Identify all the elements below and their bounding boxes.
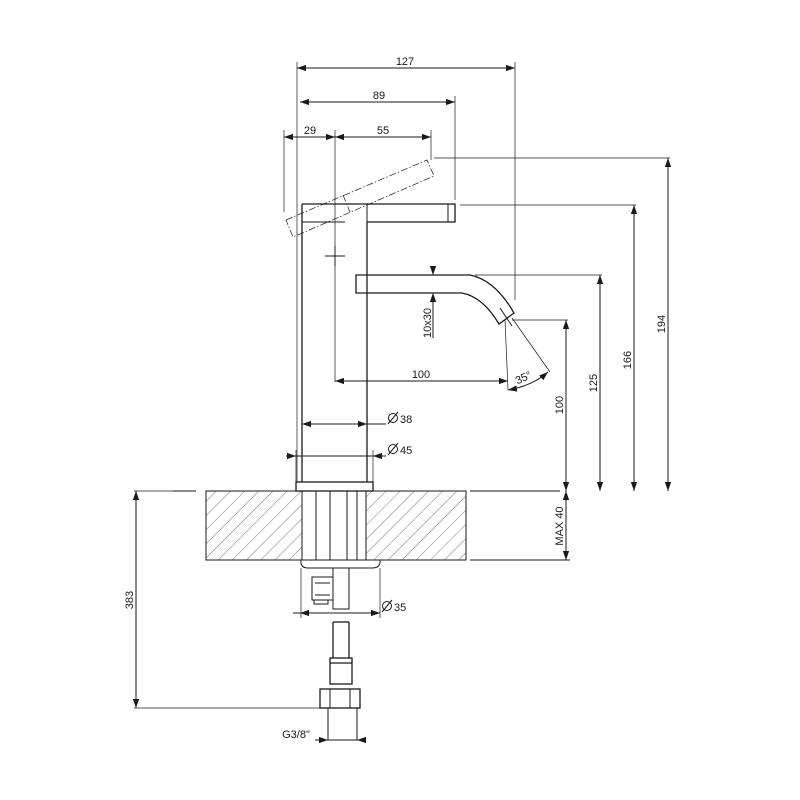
dim-thread-g38: G3/8"	[282, 729, 310, 741]
dim-100-vertical: 100	[554, 396, 566, 414]
extension-lines	[134, 62, 670, 709]
dim-55: 55	[377, 125, 389, 137]
dim-diameter-38: 38	[400, 414, 412, 426]
dim-diameter-35: 35	[394, 602, 406, 614]
dimension-labels: 127 89 29 55 100 38 45 35 G3/8" 10x30 35…	[124, 56, 668, 741]
dimension-lines	[132, 64, 672, 744]
dim-383: 383	[124, 591, 136, 609]
diameter-symbols	[381, 411, 399, 613]
faucet-body	[295, 203, 515, 492]
dim-diameter-45: 45	[400, 445, 412, 457]
dim-angle-35: 35°	[514, 369, 534, 387]
dim-max-40: MAX 40	[554, 506, 566, 545]
dim-194: 194	[656, 315, 668, 333]
countertop	[173, 490, 570, 561]
dim-127: 127	[396, 56, 414, 68]
underside-fittings	[300, 490, 381, 740]
lever-open-position	[285, 159, 435, 238]
dim-166: 166	[622, 351, 634, 369]
dim-29: 29	[304, 125, 316, 137]
dim-89: 89	[373, 90, 385, 102]
dim-10x30: 10x30	[422, 308, 434, 338]
dim-125: 125	[588, 374, 600, 392]
dim-100-horizontal: 100	[412, 369, 430, 381]
